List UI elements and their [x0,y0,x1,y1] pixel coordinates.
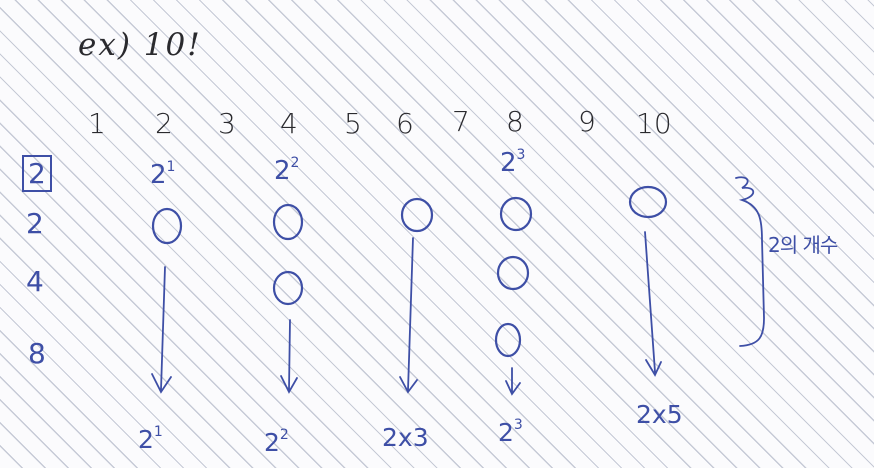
circle-6-row1 [400,197,434,233]
result-2x3-base: 2x3 [382,423,429,452]
result-2x5: 2x5 [636,400,683,427]
result-2-3-exp: 3 [513,417,523,433]
power-2-1-exp: 1 [166,159,176,175]
number-5: 5 [344,107,362,140]
power-2-3-base: 2 [500,148,517,178]
arrow-6 [399,237,418,394]
number-9: 9 [578,105,596,138]
arrow-10 [644,231,662,377]
arrow-4 [280,319,298,394]
result-2-1: 21 [138,425,163,452]
power-2-3: 23 [500,148,525,176]
power-2-1-base: 2 [150,160,167,190]
result-2x5-base: 2x5 [636,400,683,429]
number-3: 3 [218,107,236,140]
side-label-8: 8 [28,337,46,370]
result-2-2-exp: 2 [279,427,289,443]
result-2-2-base: 2 [264,428,280,457]
circle-2-row1 [151,207,183,245]
result-2-3: 23 [498,418,523,445]
power-2-2-exp: 2 [290,155,300,171]
power-2-2-base: 2 [274,156,291,186]
result-2-1-base: 2 [138,425,154,454]
arrow-8 [505,367,521,396]
circle-10-row1 [628,185,668,219]
circle-8-row3 [494,322,522,358]
side-label-2: 2 [26,207,44,240]
result-2-2: 22 [264,428,289,455]
power-2-2: 22 [274,156,299,184]
number-8: 8 [506,105,524,138]
result-2-3-base: 2 [498,418,514,447]
power-2-3-exp: 3 [516,147,526,163]
count-note: 2의 개수 [768,233,838,257]
bracket-icon [735,176,765,347]
side-label-boxed-text: 2 [22,155,52,192]
number-7: 7 [452,105,470,138]
number-6: 6 [396,107,414,140]
number-2: 2 [155,107,173,140]
power-2-1: 21 [150,160,175,188]
number-10: 10 [636,107,672,140]
result-2-1-exp: 1 [153,424,163,440]
side-label-4: 4 [26,265,44,298]
circle-4-row2 [272,270,304,306]
arrow-2 [151,266,172,394]
circle-8-row1 [499,196,533,232]
number-1: 1 [88,107,106,140]
circle-8-row2 [496,255,530,291]
side-label-boxed: 2 [22,155,52,192]
example-title: ex) 10! [78,27,202,63]
circle-4-row1 [272,203,304,241]
number-4: 4 [280,107,298,140]
result-2x3: 2x3 [382,423,429,450]
